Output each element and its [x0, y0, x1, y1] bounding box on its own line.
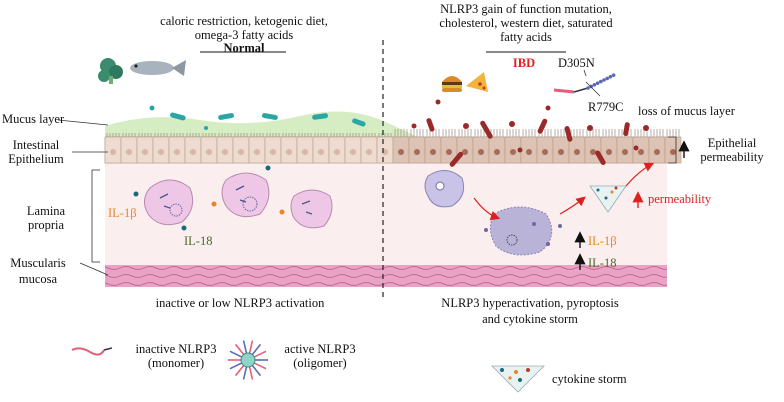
left-il1b-label: IL-1β	[108, 206, 137, 220]
lamina-label-line1: Lamina	[26, 204, 66, 218]
muscularis-band	[105, 265, 667, 287]
macrophage-resting-2	[221, 172, 270, 218]
macrophage-resting-3	[290, 189, 333, 229]
macrophage-resting-1	[144, 179, 194, 226]
right-il1b-label: IL-1β	[588, 234, 617, 248]
mutant-nlrp3-icon	[553, 69, 616, 97]
lamina-label-line2: propria	[27, 218, 65, 232]
broccoli-icon	[98, 58, 123, 84]
permeability-arrow	[625, 162, 655, 187]
left-il18-label: IL-18	[184, 234, 213, 248]
legend-inactive-line1: inactive NLRP3	[135, 342, 217, 356]
risk-factors-line2: cholesterol, western diet, saturated	[439, 16, 613, 30]
loss-of-mucus-label: loss of mucus layer	[638, 104, 735, 118]
immune-cell-activated	[424, 170, 465, 208]
muscularis-label-line2: mucosa	[18, 272, 58, 286]
normal-label: Normal	[223, 41, 265, 55]
muscularis-pointer	[79, 262, 109, 276]
ibd-label: IBD	[512, 56, 536, 70]
right-caption-line1: NLRP3 hyperactivation, pyroptosis	[441, 296, 619, 310]
lamina-propria-band	[105, 163, 667, 268]
microvilli	[106, 129, 680, 137]
fish-icon	[130, 60, 186, 76]
mutation-r779c: R779C	[588, 100, 624, 114]
pizza-icon	[466, 72, 488, 92]
protective-factors-line1: caloric restriction, ketogenic diet,	[160, 14, 328, 28]
legend-storm-label: cytokine storm	[552, 372, 627, 386]
mucus-layer-label: Mucus layer	[2, 112, 65, 126]
cytokine-storm-icon	[589, 185, 627, 213]
mutation-d305n: D305N	[558, 56, 595, 70]
protective-factors-line2: omega-3 fatty acids	[194, 28, 294, 42]
legend-active-line2: (oligomer)	[293, 356, 347, 370]
epithelium-label-line1: Intestinal	[12, 138, 60, 152]
epithelium-label-line2: Epithelium	[8, 152, 64, 166]
cytokine-storm-legend-icon	[491, 365, 545, 393]
muscularis-label-line1: Muscularis	[10, 256, 66, 270]
commensal-bacteria	[149, 105, 366, 130]
left-caption: inactive or low NLRP3 activation	[155, 296, 325, 310]
epithelial-cells	[104, 136, 682, 164]
pathogenic-bacteria	[411, 99, 649, 167]
risk-factors-line3: fatty acids	[500, 30, 552, 44]
right-caption-line2: and cytokine storm	[482, 312, 578, 326]
epithelial-permeability-line2: permeability	[700, 150, 764, 164]
permeability-label: permeability	[648, 192, 712, 206]
storm-arrow	[559, 196, 586, 215]
right-il18-label: IL-18	[588, 256, 617, 270]
legend-active-line1: active NLRP3	[284, 342, 356, 356]
active-nlrp3-icon	[228, 340, 268, 380]
mucus-pointer	[57, 119, 109, 126]
epithelial-permeability-line1: Epithelial	[707, 136, 757, 150]
legend-inactive-line2: (monomer)	[147, 356, 205, 370]
pyroptotic-cell	[484, 206, 562, 256]
epithelium-bracket	[668, 136, 677, 164]
activation-arrow	[473, 197, 501, 221]
risk-factors-line1: NLRP3 gain of function mutation,	[440, 2, 612, 16]
burger-icon	[442, 76, 462, 92]
inactive-nlrp3-icon	[71, 347, 113, 356]
